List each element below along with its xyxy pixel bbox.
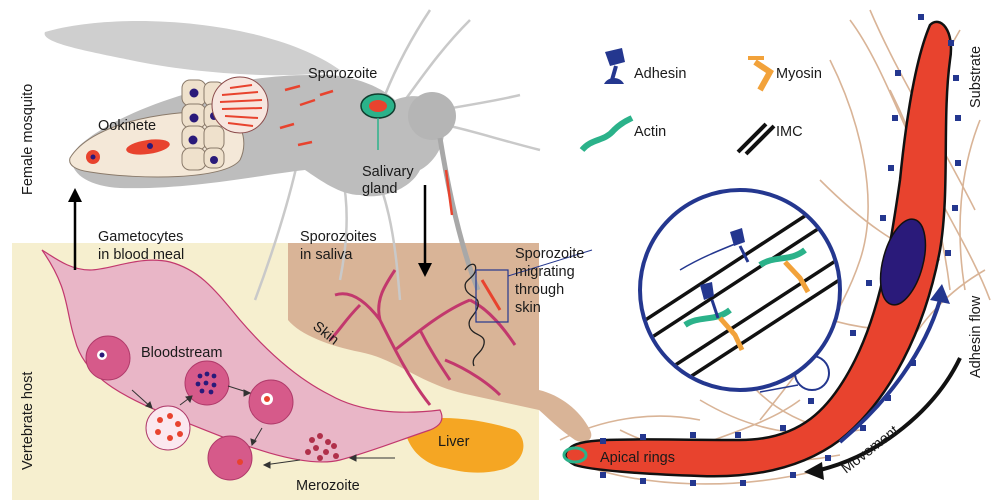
label-gametocytes-2: in blood meal	[98, 247, 184, 263]
legend-adhesin-label: Adhesin	[634, 66, 686, 82]
myosin-inset-1	[718, 316, 745, 352]
label-salivary-1: Salivary	[362, 164, 414, 180]
mosquito-wing	[44, 20, 341, 76]
legend: Adhesin Myosin Actin IMC	[579, 48, 822, 156]
rbc-1	[85, 335, 131, 381]
label-bloodstream: Bloodstream	[141, 345, 222, 361]
label-liver: Liver	[438, 434, 470, 450]
label-migrating-2: migrating	[515, 264, 575, 280]
label-adhesin-flow: Adhesin flow	[968, 295, 984, 378]
legend-myosin-label: Myosin	[776, 66, 822, 82]
bloodstream-vessel	[41, 249, 443, 463]
oocyst	[211, 76, 269, 134]
label-sporozoites-saliva-2: in saliva	[300, 247, 353, 263]
label-migrating-3: through	[515, 282, 564, 298]
label-sporozoites-saliva-1: Sporozoites	[300, 229, 377, 245]
label-female-mosquito: Female mosquito	[20, 84, 36, 195]
skin-vessels	[328, 269, 517, 406]
label-apical-rings: Apical rings	[600, 450, 675, 466]
migration-inset-box	[475, 269, 509, 323]
legend-myosin-icon	[748, 56, 774, 92]
label-merozoite: Merozoite	[296, 478, 360, 494]
parasite-nucleus	[879, 218, 927, 306]
adhesin-dots	[600, 14, 961, 486]
arrow-sporozoites-saliva	[418, 185, 432, 277]
mosquito-head	[408, 92, 456, 140]
arrow-gametocytes	[68, 188, 82, 270]
rbc-4	[207, 435, 253, 481]
legend-imc-label: IMC	[776, 124, 803, 140]
oocyst-sporozoites	[219, 84, 263, 127]
parasite-body	[564, 20, 953, 478]
skin-lip	[539, 390, 592, 442]
actin-inset-1	[683, 307, 732, 328]
body-sporozoites	[279, 84, 334, 147]
rbc-3	[248, 379, 294, 425]
sporozoite-trail	[464, 263, 485, 367]
lifecycle-panel: Female mosquito Vertebrate host Ookinete…	[12, 9, 593, 500]
motility-panel: Adhesin Myosin Actin IMC Substrate	[539, 9, 991, 486]
myosin-inset-2	[783, 260, 811, 294]
rbc-rupture	[145, 405, 191, 451]
label-migrating-4: skin	[515, 300, 541, 316]
movement-arrow	[804, 357, 962, 480]
label-ookinete: Ookinete	[98, 118, 156, 134]
label-vertebrate-host: Vertebrate host	[20, 372, 36, 470]
legend-actin-label: Actin	[634, 124, 666, 140]
liver-organ	[405, 418, 524, 473]
rbc-2	[184, 360, 230, 406]
zoom-inset	[638, 188, 842, 392]
apical-rings-marker	[562, 446, 588, 464]
legend-adhesin-icon	[604, 48, 625, 84]
adhesin-flow-arrow	[838, 284, 950, 444]
label-migrating-1: Sporozoite	[515, 246, 584, 262]
merozoite-cluster	[305, 433, 339, 461]
label-substrate: Substrate	[968, 46, 984, 108]
label-gametocytes-1: Gametocytes	[98, 229, 183, 245]
label-sporozoite: Sporozoite	[308, 66, 377, 82]
label-salivary-2: gland	[362, 181, 397, 197]
cycle-arrows	[131, 385, 395, 469]
legend-actin-icon	[579, 115, 634, 153]
legend-imc-icon	[736, 122, 776, 156]
actin-inset-2	[758, 247, 807, 268]
